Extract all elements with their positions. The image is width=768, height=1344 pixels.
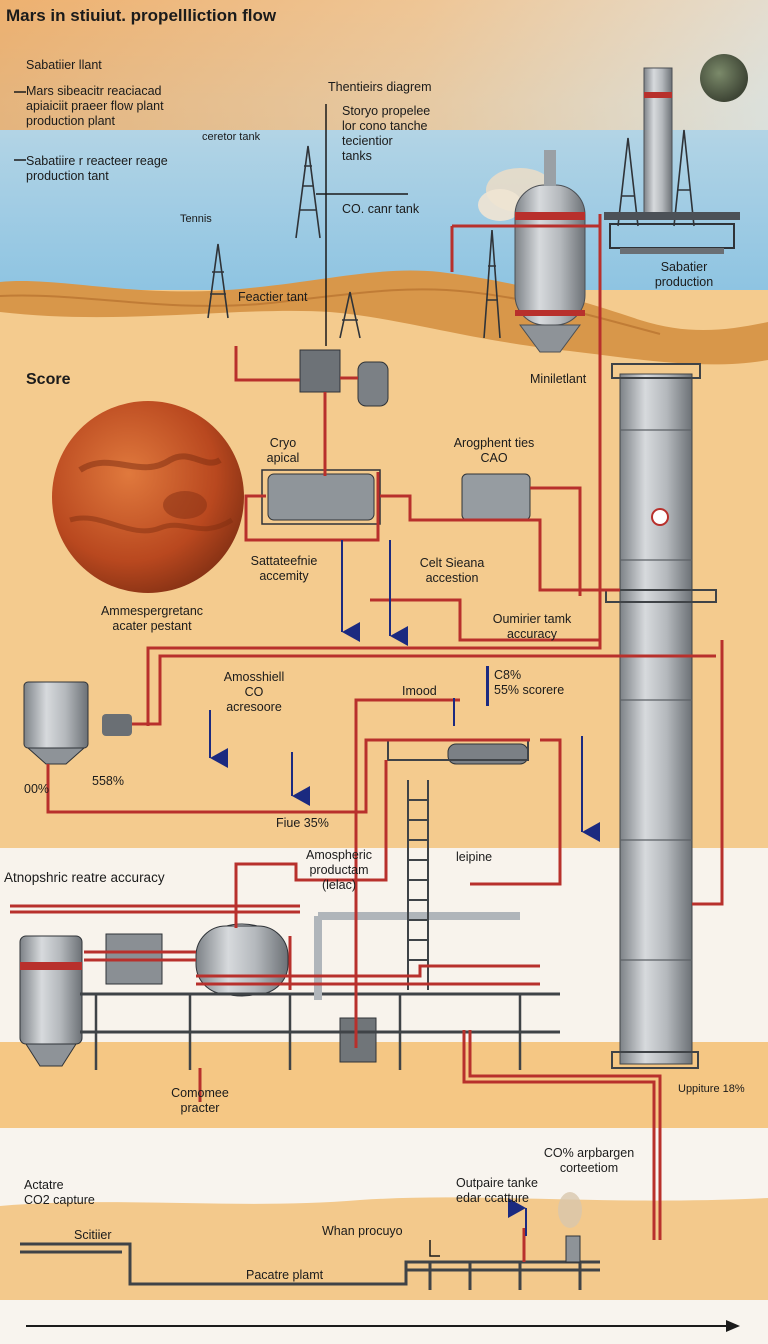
cryo-reactor <box>261 469 381 525</box>
actatre-co2-capture-label: Actatre CO2 capture <box>24 1178 95 1207</box>
timeline-arrow <box>26 1320 740 1332</box>
lower-plant <box>19 912 560 1070</box>
amospheric-production-label: Amospheric productam (lelac) <box>306 848 372 892</box>
comomee-label: Comomee practer <box>171 1086 229 1115</box>
mars-planet-icon <box>52 401 244 593</box>
legend-item-2: Mars sibeacitr reaciacad apiaiciit praee… <box>26 84 164 128</box>
cereter-tank-label: ceretor tank <box>202 131 261 143</box>
moon-icon <box>700 54 748 102</box>
atmosphent-label: Arogphent ties CAO <box>453 436 535 465</box>
score-percent-label: C8% 55% scorere <box>494 668 565 697</box>
legend-item-3: Sabatiire r reacteer reage production ta… <box>26 154 168 183</box>
oumirier-label: Oumirier tamk accuracy <box>492 612 572 641</box>
left-storage-tank <box>23 681 132 765</box>
bottom-pipeline <box>20 1242 600 1290</box>
sattateefnie-label: Sattateefnie accemity <box>250 554 318 583</box>
scitiier-label: Scitiier <box>74 1228 112 1242</box>
miniletiant-label: Miniletlant <box>530 372 587 386</box>
ammosper-label: Ammespergretanc acater pestant <box>100 604 204 633</box>
co2-tank-label: CO. canr tank <box>342 202 420 216</box>
imood-label: Imood <box>402 684 437 698</box>
process-pipes <box>10 214 724 1262</box>
whan-label: Whan procuyo <box>322 1224 403 1238</box>
storage-tanks-label: Storyo propelee lor cono tanche tecienti… <box>342 104 431 163</box>
legend-item-1: Sabatiier llant <box>26 58 102 72</box>
outpaire-label: Outpaire tanke edar ccatture <box>456 1176 538 1205</box>
amosshiell-label: Amosshiell CO acresoore <box>223 670 285 714</box>
atmospheric-accuracy-label: Atnopshric reatre accuracy <box>4 870 165 885</box>
sabatier-reactor-tank <box>514 150 586 353</box>
derrick-icon <box>207 129 695 339</box>
reactor-tank-small <box>299 349 341 393</box>
leipine-label: leipine <box>456 850 493 864</box>
atmosphere-reactor <box>461 473 531 521</box>
celt-sienna-label: Celt Sieana accestion <box>419 556 485 585</box>
co2-argon-label: CO% arpbargen corteetiom <box>543 1146 635 1175</box>
tennis-label: Tennis <box>180 213 212 225</box>
score-heading: Score <box>26 371 71 388</box>
sabatier-production-label: Sabatier production <box>654 260 714 289</box>
cryo-label: Cryo apical <box>266 436 300 465</box>
dune <box>0 270 768 365</box>
diagram-caption: Thentieirs diagrem <box>328 80 432 94</box>
pct-00-label: 00% <box>24 782 50 796</box>
pct-558-label: 558% <box>92 774 124 788</box>
uppiture-label: Uppiture 18% <box>678 1083 745 1095</box>
diagram-title: Mars in stiuiut. propellliction flow <box>6 6 277 25</box>
fiue-label: Fiue 35% <box>276 816 329 830</box>
reactier-tant-label: Feactier tant <box>238 290 308 304</box>
pacatre-label: Pacatre plamt <box>246 1268 324 1282</box>
sabatier-production-tower <box>604 67 740 254</box>
flow-arrows <box>209 540 600 1236</box>
distillation-column <box>605 363 717 1069</box>
